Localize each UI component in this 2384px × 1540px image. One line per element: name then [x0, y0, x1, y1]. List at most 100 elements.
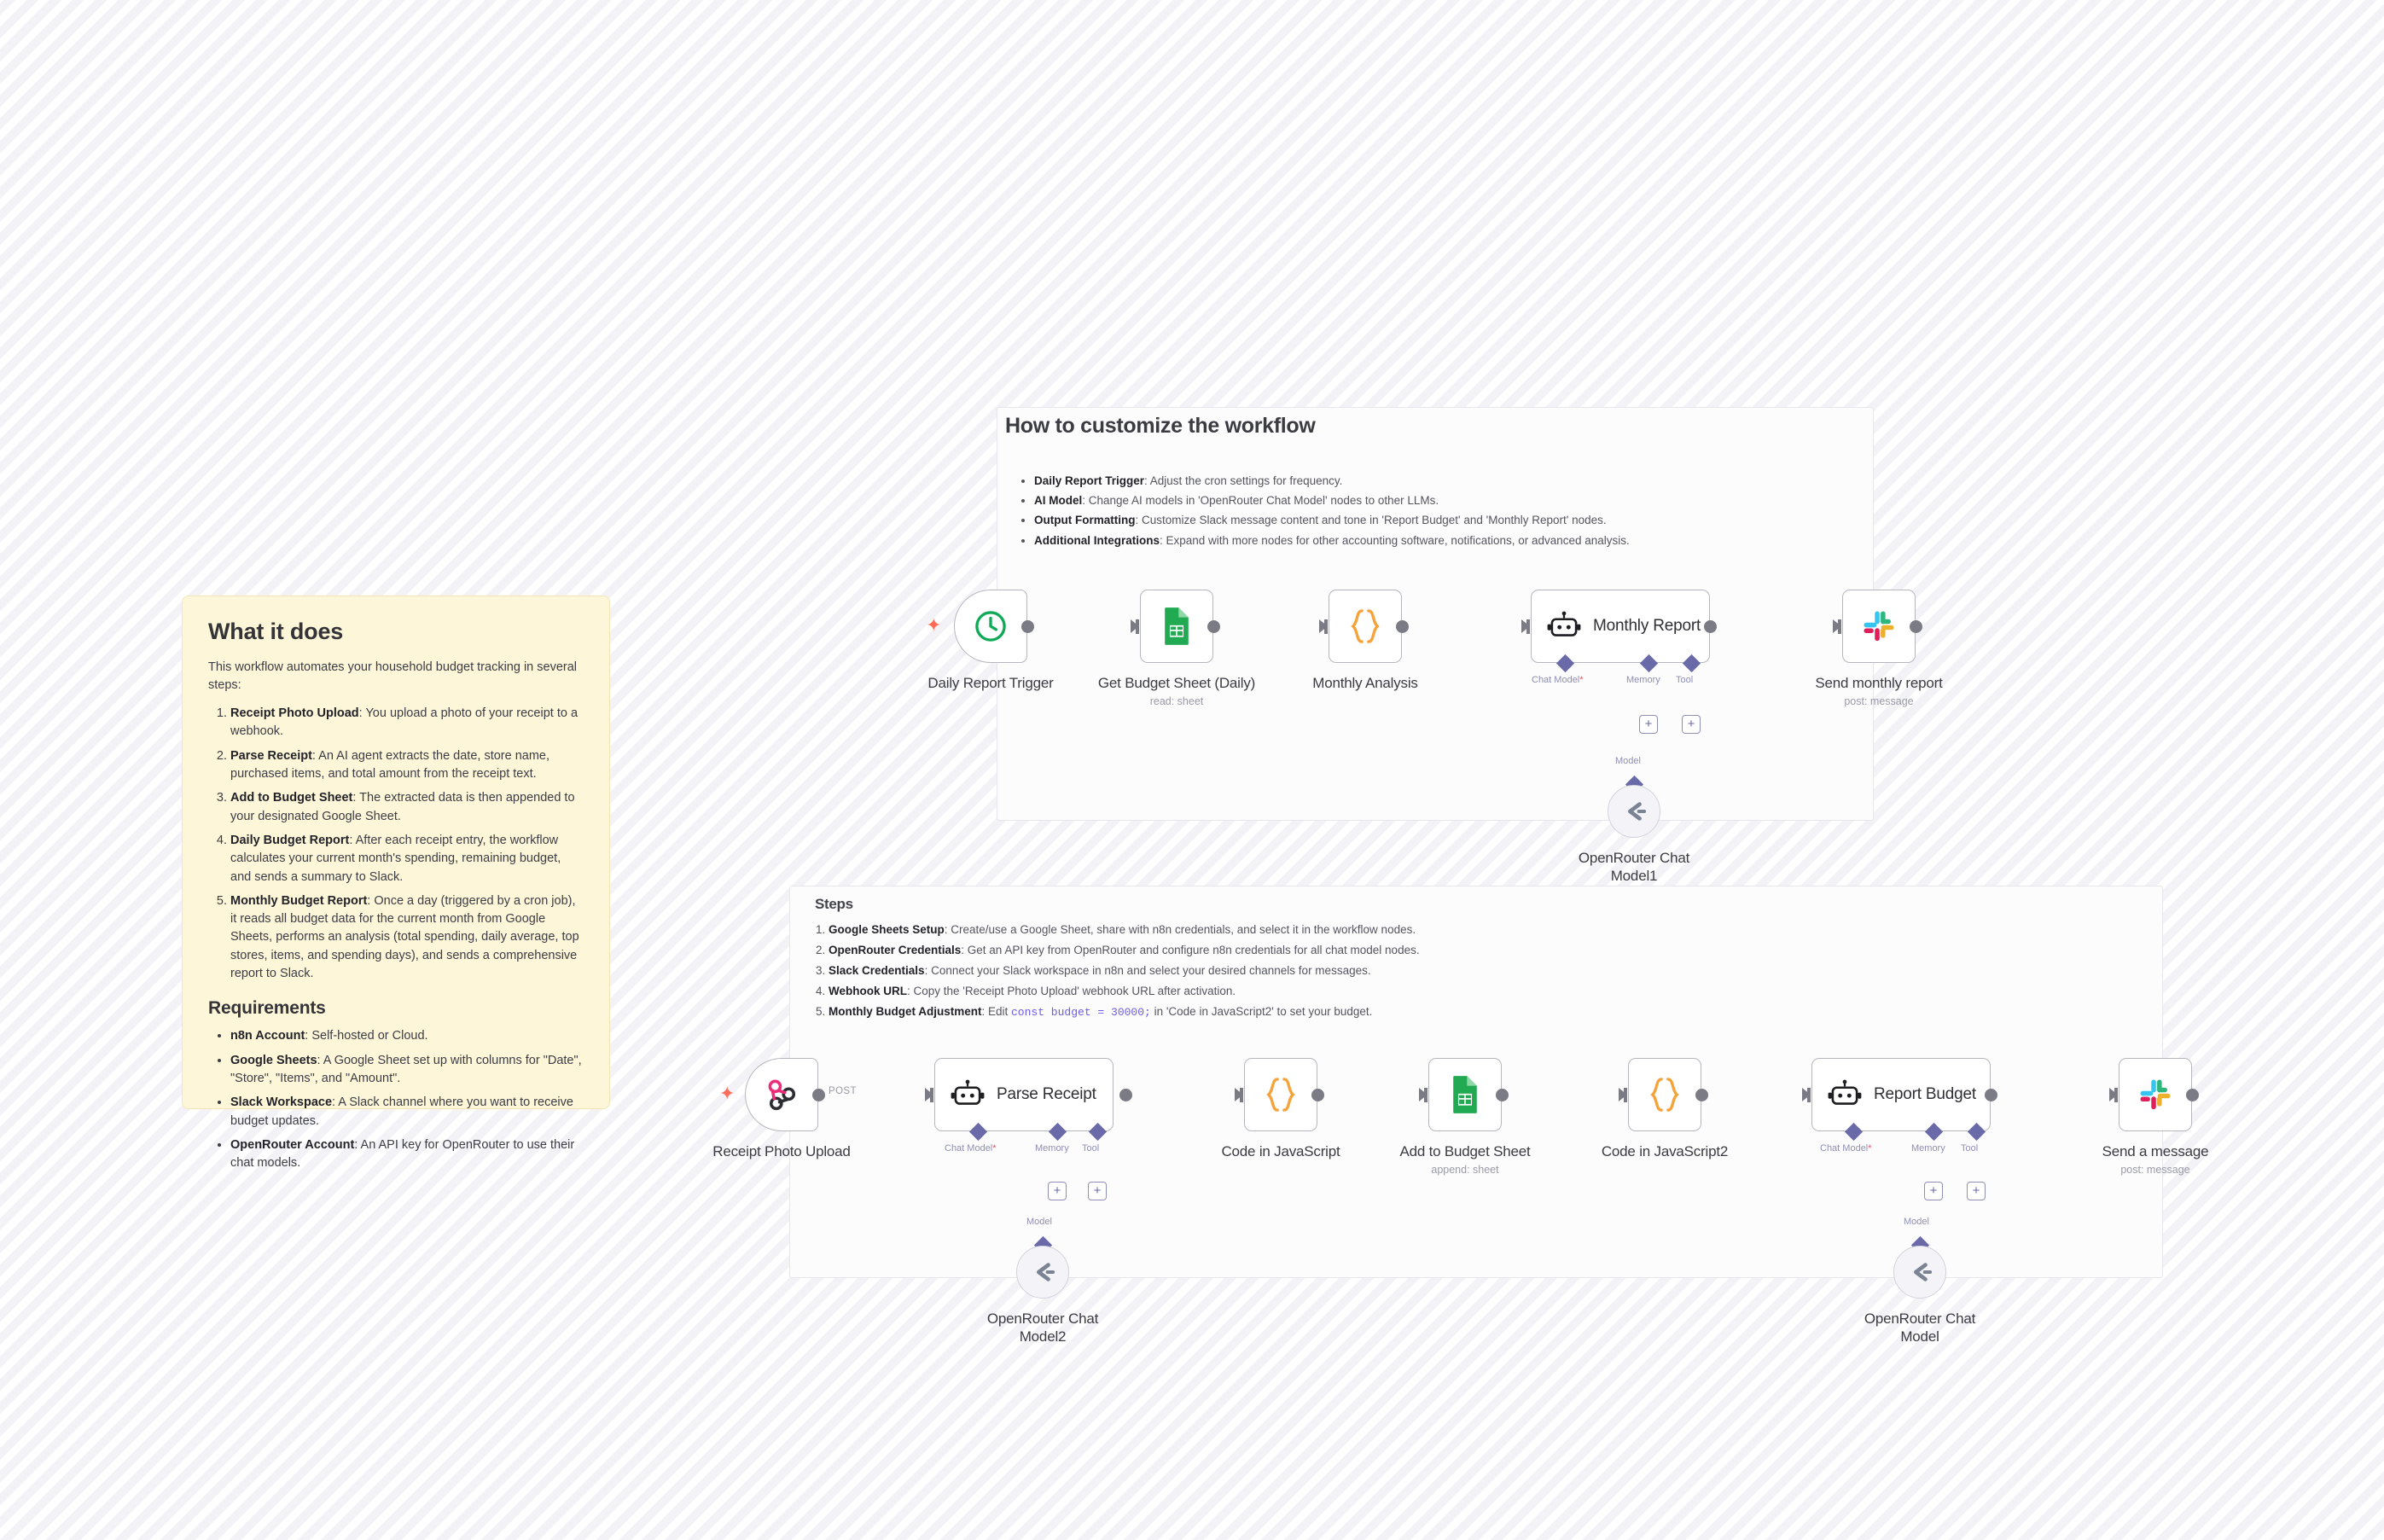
node-code-in-javascript[interactable]: [1244, 1058, 1317, 1131]
node-label-code-in-javascript: Code in JavaScript: [1221, 1143, 1340, 1159]
node-sub-add-to-budget-sheet: append: sheet: [1431, 1164, 1499, 1176]
output-port[interactable]: [812, 1089, 825, 1101]
output-port[interactable]: [1119, 1089, 1132, 1101]
add-memory-button[interactable]: +: [1639, 715, 1658, 734]
node-daily-report-trigger[interactable]: [954, 590, 1027, 663]
clock-icon: [975, 611, 1006, 642]
output-port[interactable]: [1695, 1089, 1708, 1101]
add-tool-button[interactable]: +: [1682, 715, 1701, 734]
port-label-model: Model: [1026, 1217, 1052, 1227]
note-step: Parse Receipt: An AI agent extracts the …: [230, 747, 584, 784]
node-label-openrouter-chat-model1: OpenRouter Chat Model1: [1578, 850, 1690, 885]
note-intro: This workflow automates your household b…: [208, 660, 578, 693]
requirement-item: Slack Workspace: A Slack channel where y…: [230, 1094, 584, 1130]
port-label-tool: Tool: [1082, 1143, 1100, 1154]
note-step: Monthly Budget Report: Once a day (trigg…: [230, 892, 584, 984]
node-monthly-report[interactable]: Monthly Report: [1531, 590, 1710, 663]
node-label-receipt-photo-upload: Receipt Photo Upload: [712, 1143, 851, 1159]
steps-list-item: OpenRouter Credentials: Get an API key f…: [829, 940, 2160, 961]
note-step: Receipt Photo Upload: You upload a photo…: [230, 705, 584, 741]
output-port[interactable]: [1207, 620, 1220, 633]
node-openrouter-chat-model2[interactable]: [1016, 1246, 1069, 1299]
output-port[interactable]: [1311, 1089, 1324, 1101]
steps-list: Google Sheets Setup: Create/use a Google…: [806, 920, 2160, 1022]
node-monthly-analysis[interactable]: [1329, 590, 1402, 663]
add-memory-button[interactable]: +: [1924, 1182, 1943, 1200]
node-report-budget[interactable]: Report Budget: [1811, 1058, 1991, 1131]
budget-code-snippet: const budget = 30000;: [1011, 1006, 1151, 1020]
node-label-daily-report-trigger: Daily Report Trigger: [927, 675, 1054, 691]
node-add-to-budget-sheet[interactable]: [1428, 1058, 1502, 1131]
port-label-chat-model: Chat Model*: [1532, 675, 1584, 685]
output-port[interactable]: [2186, 1089, 2199, 1101]
node-code-in-javascript2[interactable]: [1628, 1058, 1701, 1131]
customize-panel[interactable]: [997, 407, 1874, 821]
node-label-send-a-message: Send a message: [2102, 1143, 2209, 1159]
openrouter-icon: [1037, 1263, 1055, 1281]
node-label-monthly-analysis: Monthly Analysis: [1312, 675, 1418, 691]
input-port-arrow[interactable]: [925, 1088, 933, 1101]
node-label-send-monthly-report: Send monthly report: [1815, 675, 1943, 691]
code-braces-icon: [1351, 609, 1380, 643]
node-send-a-message[interactable]: [2119, 1058, 2192, 1131]
input-port-arrow[interactable]: [2109, 1088, 2118, 1101]
requirements-list: n8n Account: Self-hosted or Cloud. Googl…: [208, 1027, 584, 1172]
steps-list-item: Webhook URL: Copy the 'Receipt Photo Upl…: [829, 981, 2160, 1002]
output-port[interactable]: [1021, 620, 1034, 633]
output-port[interactable]: [1910, 620, 1922, 633]
requirements-title: Requirements: [208, 998, 326, 1019]
node-title-report-budget: Report Budget: [1874, 1085, 1976, 1103]
openrouter-icon: [1628, 802, 1647, 821]
node-openrouter-chat-model1[interactable]: [1608, 785, 1660, 838]
input-port-arrow[interactable]: [1319, 619, 1328, 633]
code-braces-icon: [1266, 1078, 1295, 1112]
output-port[interactable]: [1704, 620, 1717, 633]
input-port-arrow[interactable]: [1619, 1088, 1627, 1101]
port-label-memory: Memory: [1626, 675, 1660, 685]
steps-list-item: Monthly Budget Adjustment: Edit const bu…: [829, 1002, 2160, 1022]
node-openrouter-chat-model[interactable]: [1893, 1246, 1946, 1299]
ai-agent-robot-icon: [1828, 1079, 1862, 1105]
customize-bullet: AI Model: Change AI models in 'OpenRoute…: [1034, 491, 1853, 510]
input-port-arrow[interactable]: [1521, 619, 1530, 633]
node-get-budget-sheet-daily[interactable]: [1140, 590, 1213, 663]
input-port-arrow[interactable]: [1235, 1088, 1243, 1101]
what-it-does-note[interactable]: What it does This workflow automates you…: [182, 596, 610, 1170]
output-port[interactable]: [1396, 620, 1409, 633]
note-step: Daily Budget Report: After each receipt …: [230, 832, 584, 886]
customize-bullet: Additional Integrations: Expand with mor…: [1034, 531, 1853, 550]
node-label-add-to-budget-sheet: Add to Budget Sheet: [1399, 1143, 1531, 1159]
node-sub-get-budget-sheet-daily: read: sheet: [1149, 695, 1204, 707]
node-sub-send-monthly-report: post: message: [1844, 695, 1914, 707]
code-braces-icon: [1650, 1078, 1679, 1112]
node-title-parse-receipt: Parse Receipt: [997, 1085, 1096, 1103]
customize-bullet: Daily Report Trigger: Adjust the cron se…: [1034, 471, 1853, 491]
input-port-arrow[interactable]: [1833, 619, 1841, 633]
port-label-model: Model: [1615, 756, 1641, 766]
google-sheets-icon: [1165, 607, 1189, 645]
node-label-openrouter-chat-model: OpenRouter Chat Model: [1864, 1310, 1976, 1345]
steps-list-item: Slack Credentials: Connect your Slack wo…: [829, 961, 2160, 981]
node-receipt-photo-upload[interactable]: [745, 1058, 818, 1131]
customize-bullet-list: Daily Report Trigger: Adjust the cron se…: [1014, 471, 1853, 550]
add-memory-button[interactable]: +: [1048, 1182, 1067, 1200]
output-port[interactable]: [1496, 1089, 1509, 1101]
node-parse-receipt[interactable]: Parse Receipt: [934, 1058, 1114, 1131]
node-label-openrouter-chat-model2: OpenRouter Chat Model2: [986, 1310, 1099, 1345]
steps-panel-title: Steps: [815, 896, 853, 912]
port-label-chat-model: Chat Model*: [1820, 1143, 1872, 1154]
node-send-monthly-report[interactable]: [1842, 590, 1916, 663]
ai-agent-robot-icon: [1547, 611, 1581, 636]
input-port-arrow[interactable]: [1802, 1088, 1811, 1101]
requirement-item: Google Sheets: A Google Sheet set up wit…: [230, 1052, 584, 1089]
input-port-arrow[interactable]: [1131, 619, 1139, 633]
add-tool-button[interactable]: +: [1967, 1182, 1986, 1200]
input-port-arrow[interactable]: [1419, 1088, 1427, 1101]
add-tool-button[interactable]: +: [1088, 1182, 1107, 1200]
port-label-memory: Memory: [1911, 1143, 1945, 1154]
node-label-code-in-javascript2: Code in JavaScript2: [1601, 1143, 1729, 1159]
note-step: Add to Budget Sheet: The extracted data …: [230, 789, 584, 826]
port-label-memory: Memory: [1035, 1143, 1069, 1154]
output-port[interactable]: [1985, 1089, 1997, 1101]
